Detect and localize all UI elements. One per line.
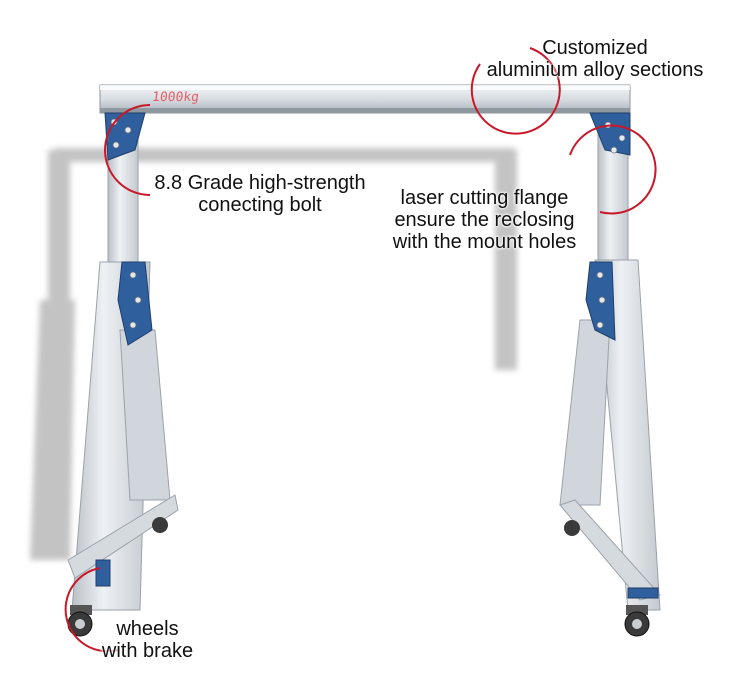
callout-line: with brake (101, 640, 194, 662)
callout-aluminium-sections: Customized aluminium alloy sections (465, 37, 725, 81)
callout-line: with the mount holes (392, 231, 577, 253)
callout-circle-bolt (104, 104, 151, 196)
callout-bolt: 8.8 Grade high-strength conecting bolt (150, 172, 370, 216)
callout-wheels: wheels with brake (90, 618, 205, 662)
wheel-icon (624, 605, 650, 637)
callout-circles (64, 47, 657, 653)
blue-brackets (95, 112, 659, 599)
wheels (67, 517, 650, 637)
callout-circle-flange (569, 124, 657, 215)
callout-line: ensure the reclosing (394, 209, 575, 231)
crane-shadow (30, 148, 517, 560)
callout-line: laser cutting flange (400, 187, 569, 209)
callout-line: wheels (116, 618, 179, 640)
callout-line: Customized (542, 37, 648, 59)
callout-line: aluminium alloy sections (486, 59, 704, 81)
callout-line: conecting bolt (198, 194, 322, 216)
callout-circle-beam (470, 47, 561, 135)
beam-capacity-marking: 1000kg (151, 90, 200, 105)
wheel-icon (67, 605, 93, 637)
callout-flange: laser cutting flange ensure the reclosin… (372, 187, 597, 253)
callout-circle-wheel (64, 567, 119, 653)
bolts (110, 118, 626, 329)
wheel-icon (152, 517, 580, 536)
callout-line: 8.8 Grade high-strength (154, 172, 366, 194)
top-beam (99, 84, 631, 114)
right-post (559, 112, 661, 611)
